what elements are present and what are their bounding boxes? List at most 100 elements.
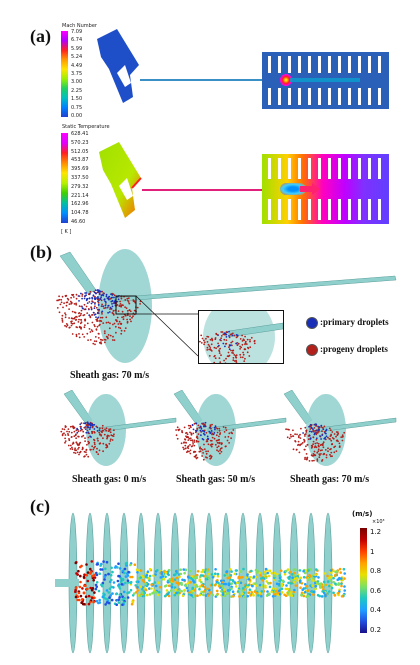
droplet-particle <box>189 444 191 446</box>
droplet-particle <box>220 331 223 333</box>
droplet-particle <box>207 450 209 453</box>
jet-velocity-particle <box>195 576 199 580</box>
droplet-particle <box>232 349 235 352</box>
jet-velocity-particle <box>167 570 170 573</box>
droplet-particle <box>225 336 228 338</box>
jet-velocity-particle <box>138 569 141 572</box>
jet-velocity-particle <box>74 595 78 599</box>
jet-velocity-particle <box>98 598 101 602</box>
jet-velocity-particle <box>164 571 168 575</box>
jet-velocity-particle <box>223 594 227 597</box>
droplet-particle <box>311 455 314 457</box>
droplet-particle <box>94 298 97 301</box>
jet-velocity-particle <box>254 582 257 585</box>
droplet-particle <box>292 435 294 437</box>
jet-velocity-particle <box>148 587 151 590</box>
droplet-particle <box>77 430 80 433</box>
droplet-particle <box>239 353 242 356</box>
jet-velocity-particle <box>105 589 109 592</box>
jet-velocity-particle <box>262 576 265 579</box>
droplet-particle <box>219 347 221 350</box>
droplet-particle <box>202 452 204 454</box>
droplet-particle <box>95 451 98 454</box>
jet-velocity-particle <box>229 568 232 571</box>
droplet-particle <box>71 443 74 445</box>
jet-velocity-particle <box>189 576 193 580</box>
droplet-particle <box>87 426 90 429</box>
droplet-particle <box>91 430 94 433</box>
panel-a-label: (a) <box>30 26 51 46</box>
jet-velocity-particle <box>82 591 86 594</box>
droplet-particle <box>336 433 339 436</box>
droplet-particle <box>87 455 90 458</box>
plate-slot <box>308 87 311 105</box>
jet-velocity-particle <box>122 597 126 600</box>
jet-velocity-particle <box>124 581 127 585</box>
droplet-particle <box>93 324 96 326</box>
droplet-particle <box>200 434 202 437</box>
droplet-particle <box>202 458 205 461</box>
droplet-particle <box>69 448 72 450</box>
jet-velocity-particle <box>131 600 134 603</box>
droplet-particle <box>108 327 111 330</box>
jet-velocity-particle <box>144 582 148 586</box>
jet-velocity-particle <box>303 590 307 594</box>
droplet-particle <box>222 426 225 428</box>
droplet-particle <box>121 316 123 319</box>
droplet-particle <box>93 446 95 449</box>
plate-slot <box>288 56 291 74</box>
colorbar-tick-label: 3.00 <box>71 79 83 86</box>
droplet-particle <box>231 340 234 343</box>
droplet-particle <box>117 310 120 312</box>
jet-velocity-particle <box>330 586 334 590</box>
jet-velocity-particle <box>226 576 230 580</box>
jet-velocity-particle <box>271 587 275 590</box>
droplet-particle <box>70 322 73 324</box>
jet-velocity-particle <box>203 585 207 589</box>
jet-velocity-particle <box>254 568 258 572</box>
jet-velocity-particle <box>276 591 279 595</box>
droplet-particle <box>64 437 66 440</box>
jet-velocity-particle <box>183 571 186 575</box>
jet-velocity-particle <box>257 594 260 597</box>
droplet-particle <box>187 439 190 441</box>
droplet-particle <box>324 436 327 439</box>
droplet-particle <box>88 432 90 435</box>
plate-slot <box>298 87 301 105</box>
droplet-particle <box>88 328 91 330</box>
jet-velocity-particle <box>129 575 132 579</box>
droplet-particle <box>119 303 122 305</box>
jet-velocity-particle <box>293 571 296 575</box>
droplet-particle <box>175 429 177 431</box>
droplet-particle <box>220 337 222 340</box>
droplet-particle <box>201 337 204 340</box>
droplet-particle <box>113 433 115 436</box>
jet-velocity-particle <box>94 583 98 587</box>
plate-slot <box>298 56 301 74</box>
jet-velocity-particle <box>243 595 246 599</box>
droplet-particle <box>70 302 73 304</box>
droplet-particle <box>103 298 106 300</box>
droplet-particle <box>89 448 92 451</box>
droplet-particle <box>94 295 96 298</box>
legend-progeny-marker <box>306 344 318 356</box>
jet-velocity-particle <box>120 583 124 586</box>
colorbar-tick-label: 512.05 <box>71 148 89 155</box>
droplet-particle <box>63 302 65 305</box>
droplet-particle <box>126 297 129 300</box>
droplet-particle <box>74 447 76 450</box>
droplet-particle <box>318 454 321 456</box>
droplet-particle <box>213 437 216 440</box>
droplet-particle <box>109 431 112 434</box>
fin-plate <box>306 512 316 654</box>
droplet-particle <box>95 340 98 343</box>
droplet-particle <box>120 332 123 335</box>
plate-slot <box>278 87 281 105</box>
droplet-particle <box>101 316 104 319</box>
droplet-particle <box>199 447 201 450</box>
jet-velocity-particle <box>225 573 229 577</box>
droplet-particle <box>310 424 313 426</box>
droplet-particle <box>305 453 308 455</box>
droplet-particle <box>94 289 97 292</box>
